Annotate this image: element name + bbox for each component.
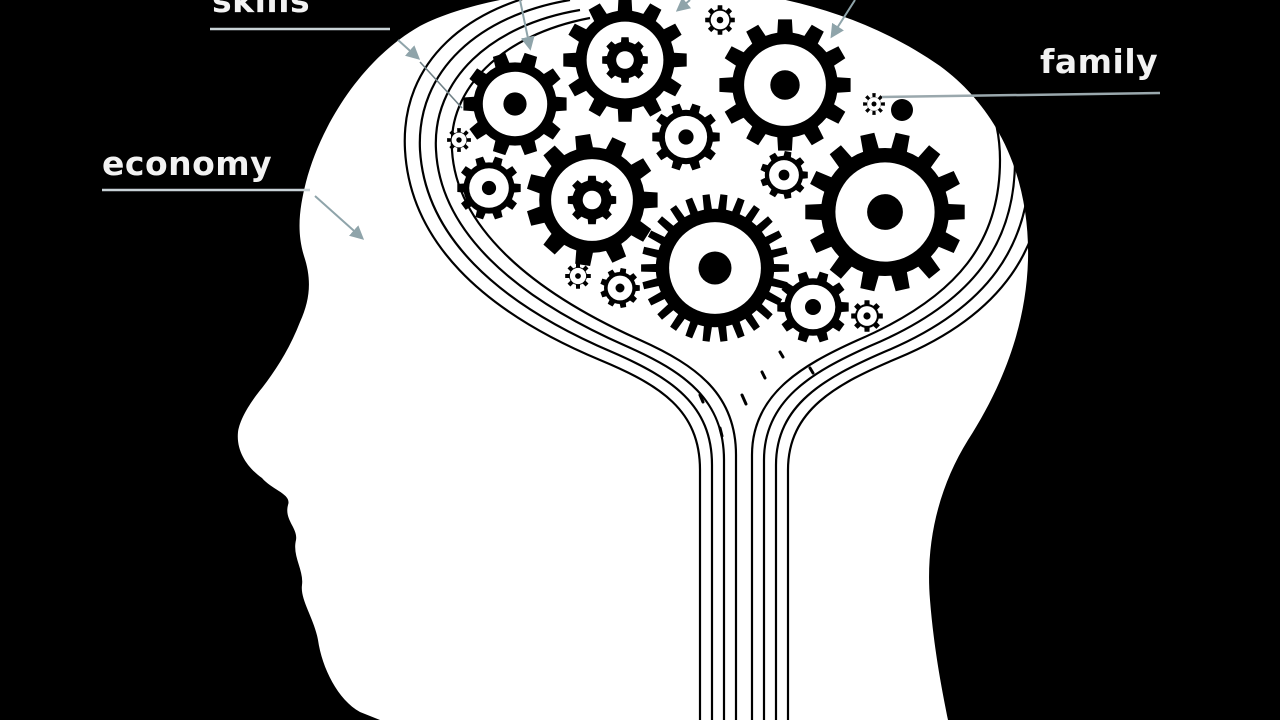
top-arrow-3 [830,0,856,39]
gear-axle [616,51,634,69]
gear-axle [575,273,581,279]
skills-label: skills [212,0,310,20]
gear-axle [770,70,800,100]
brain-outline [403,0,1047,720]
gear-axle [582,190,602,210]
gear-axle [716,16,724,24]
gear-axle [456,137,462,143]
skills-connector [419,61,463,109]
skills-arrow [397,39,421,60]
family-leader-line [881,91,1161,99]
gear-axle [805,299,821,315]
economy-arrow [314,195,365,240]
family-label: family [1040,42,1158,81]
gear-axle [867,194,903,230]
gear-axle [615,283,625,293]
gear-cluster [447,0,965,343]
gear-axle [698,251,732,285]
economy-label: economy [102,144,272,183]
top-arrow-1 [519,0,535,51]
gear-axle [778,169,790,181]
label-skills: skills [210,0,463,109]
label-economy: economy [102,144,365,240]
dot [891,99,913,121]
brain-specks [698,350,815,438]
top-arrow-2 [675,0,692,12]
label-family: family [881,42,1161,99]
gear-axle [481,180,497,196]
gear-axle [503,92,527,116]
gear-axle [871,101,877,107]
gear-axle [678,129,694,145]
gear-axle [863,312,871,320]
